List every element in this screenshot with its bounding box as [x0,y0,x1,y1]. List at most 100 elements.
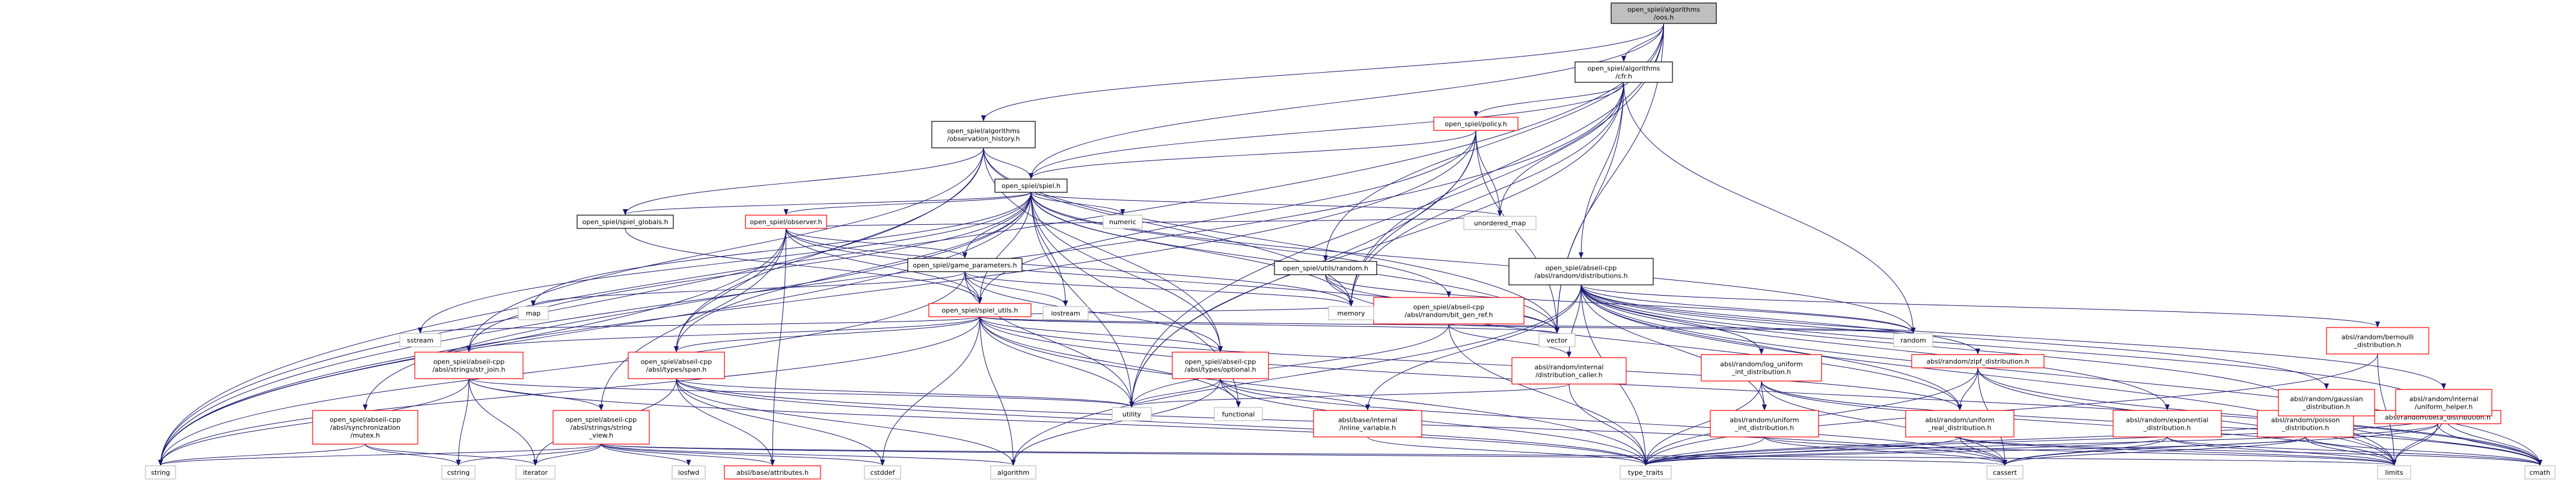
node-random: random [1893,333,1933,347]
edge-bit_gen_ref-to-random [1448,323,1915,334]
node-spiel-globals[interactable]: open_spiel/spiel_globals.h [577,215,674,229]
node-zipf[interactable]: absl/random/zipf_distribution.h [1911,354,2045,368]
node-box [1112,407,1152,421]
node-dist-caller[interactable]: absl/random/internal/distribution_caller… [1511,357,1627,385]
node-label: /absl/strings/string [571,424,632,432]
node-label: /absl/types/span.h [646,366,707,374]
node-distributions[interactable]: open_spiel/abseil-cpp/absl/random/distri… [1508,258,1654,285]
edge-span-to-attributes [676,378,775,466]
edge-bit_gen_ref-to-type_traits [1448,323,1648,466]
edge-dist_caller-to-type_traits [1568,383,1648,466]
node-label: absl/random/log_uniform [1720,361,1803,368]
node-label: /inline_variable.h [1339,424,1396,432]
node-str-join[interactable]: open_spiel/abseil-cpp/absl/strings/str_j… [414,352,524,379]
node-uniform-int[interactable]: absl/random/uniform_int_distribution.h [1710,410,1819,438]
node-cassert: cassert [1986,465,2024,480]
node-box [145,465,176,480]
node-label: numeric [1109,218,1136,226]
node-box [724,465,821,480]
edge-observer-to-string_view [599,228,786,410]
edge-spiel-to-spiel_utils [977,192,1032,303]
node-box [928,303,1032,317]
node-log-uniform[interactable]: absl/random/log_uniform_int_distribution… [1701,354,1822,382]
edge-distributions-to-log_uniform [1580,284,1764,355]
edge-string_view-to-cstring [456,444,602,466]
node-mutex[interactable]: open_spiel/abseil-cpp/absl/synchronizati… [312,410,418,445]
node-uniform-real[interactable]: absl/random/uniform_real_distribution.h [1905,410,2015,438]
node-iterator: iterator [515,465,555,480]
edge-cfr-to-string [158,82,1624,466]
edge-spiel-to-random [1030,192,1916,334]
node-box [1508,258,1654,285]
node-uniform-helper[interactable]: absl/random/internal/uniform_helper.h [2395,389,2492,416]
node-label: sstream [407,337,433,344]
edge-beta-to-limits [2391,423,2438,466]
node-label: cstddef [870,469,896,477]
node-label: iterator [523,469,548,477]
edge-game_params-to-string [158,271,965,466]
edge-game_params-to-map [531,271,965,307]
node-bernoulli[interactable]: absl/random/bernoulli_distribution.h [2326,327,2429,355]
edge-exponential-to-limits [2167,436,2397,466]
edge-beta-to-cmath [2437,423,2542,466]
edge-str_join-to-string_view [468,378,604,410]
edge-spiel_utils-to-uniform_real [979,316,1962,410]
edge-mutex-to-string [158,444,366,466]
edge-span-to-type_traits [676,378,1648,466]
node-utils-random[interactable]: open_spiel/utils/random.h [1274,261,1377,275]
node-label: /cfr.h [1615,73,1632,81]
edge-obs_hist-to-spiel [983,147,1033,179]
node-string-view[interactable]: open_spiel/abseil-cpp/absl/strings/strin… [552,410,650,445]
edge-spiel-to-spiel_globals [623,192,1032,215]
node-attributes[interactable]: absl/base/attributes.h [724,465,821,480]
edge-spiel_globals-to-spiel_utils [625,228,982,303]
node-vector: vector [1538,333,1576,347]
edge-obs_hist-to-str_join [467,147,984,352]
node-box [1701,354,1822,382]
node-label: /absl/random/distributions.h [1534,272,1627,280]
edge-spiel_utils-to-vector [979,316,1559,334]
node-spiel[interactable]: open_spiel/spiel.h [994,178,1068,193]
node-exponential[interactable]: absl/random/exponential_distribution.h [2113,410,2222,438]
node-cfr[interactable]: open_spiel/algorithms/cfr.h [1574,61,1673,83]
edge-spiel-to-mutex [363,192,1032,410]
node-box [1620,465,1672,480]
node-bit-gen-ref[interactable]: open_spiel/abseil-cpp/absl/random/bit_ge… [1373,297,1525,325]
node-obs-hist[interactable]: open_spiel/algorithms/observation_histor… [931,121,1036,148]
node-box [1574,61,1673,83]
node-label: open_spiel/spiel_utils.h [942,307,1018,314]
node-box [577,215,674,229]
node-box [2395,389,2492,416]
node-policy[interactable]: open_spiel/policy.h [1433,117,1519,131]
node-label: open_spiel/abseil-cpp [566,416,637,424]
node-inline-var[interactable]: absl/base/internal/inline_variable.h [1313,410,1422,438]
node-label: absl/random/gaussian [2290,395,2363,403]
node-box [1538,333,1576,347]
node-spiel-utils[interactable]: open_spiel/spiel_utils.h [928,303,1032,317]
node-box [1911,354,2045,368]
edge-bernoulli-to-type_traits [1643,353,2378,466]
node-box [1313,410,1422,438]
node-root[interactable]: open_spiel/algorithms/oos.h [1611,2,1717,24]
edge-cfr-to-policy [1473,82,1624,117]
node-box [1463,216,1537,230]
node-label: _int_distribution.h [1734,424,1794,432]
node-observer[interactable]: open_spiel/observer.h [745,215,827,229]
node-game-params[interactable]: open_spiel/game_parameters.h [907,258,1023,272]
node-box [931,121,1036,148]
node-label: open_spiel/game_parameters.h [913,261,1017,269]
node-iosfwd: iosfwd [672,465,706,480]
edge-string_view-to-attributes [601,444,775,466]
node-label: /oos.h [1654,14,1674,22]
node-label: _int_distribution.h [1731,368,1791,376]
node-span[interactable]: open_spiel/abseil-cpp/absl/types/span.h [628,352,725,379]
node-box [1986,465,2024,480]
node-optional[interactable]: open_spiel/abseil-cpp/absl/types/optiona… [1172,352,1269,379]
edge-mutex-to-iterator [365,444,538,466]
edge-exponential-to-type_traits [1643,436,2168,466]
edge-distributions-to-algorithm [1011,284,1582,466]
node-functional: functional [1214,407,1263,421]
edge-root-to-cfr [1621,23,1664,62]
edge-root-to-utility [1129,23,1664,407]
node-gaussian[interactable]: absl/random/gaussian_distribution.h [2278,389,2375,416]
